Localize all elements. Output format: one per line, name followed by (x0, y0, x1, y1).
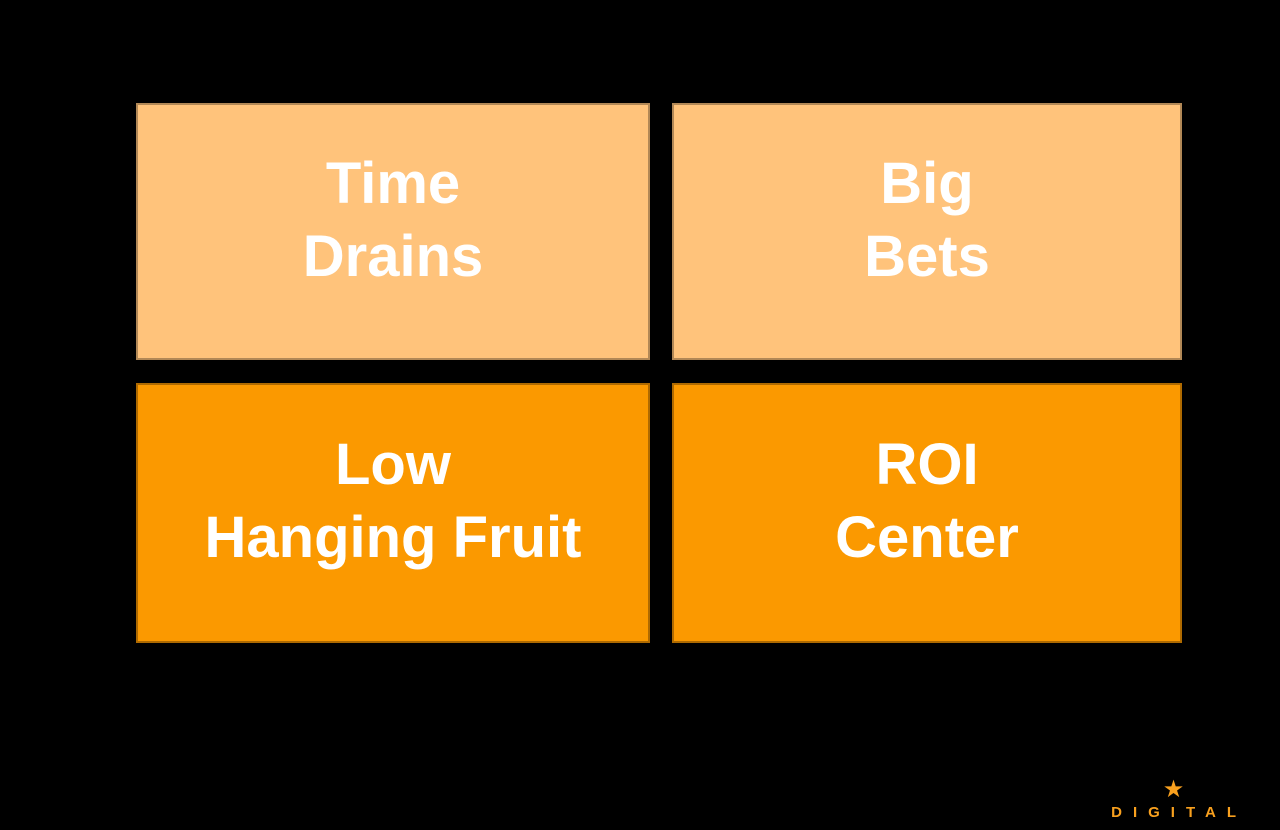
quadrant-roi-center: ROI Center (672, 383, 1182, 643)
quadrant-label-line: Time (325, 150, 461, 216)
quadrant-label-line: Hanging Fruit (204, 505, 582, 570)
quadrant-label-line: Big (880, 150, 974, 216)
quadrant-label-line: ROI (875, 432, 979, 497)
quadrant-label-line: Bets (864, 223, 990, 289)
quadrant-label: Big Bets (864, 147, 990, 293)
quadrant-low-hanging-fruit: Low Hanging Fruit (136, 383, 650, 643)
quadrant-label-line: Low (335, 432, 451, 497)
star-icon: ★ (1162, 776, 1185, 803)
quadrant-label-line: Drains (302, 223, 484, 289)
brand-logo-text: DIGITAL (1111, 804, 1247, 821)
brand-logo: ★ DIGITAL (1111, 776, 1236, 822)
quadrant-time-drains: Time Drains (136, 103, 650, 360)
quadrant-label-line: Center (835, 505, 1019, 570)
quadrant-label: Time Drains (303, 147, 484, 293)
quadrant-label: ROI Center (835, 428, 1019, 574)
quadrant-label: Low Hanging Fruit (205, 428, 582, 574)
quadrant-grid: Time Drains Big Bets Low Hanging Fruit R… (136, 103, 1182, 643)
quadrant-big-bets: Big Bets (672, 103, 1182, 360)
